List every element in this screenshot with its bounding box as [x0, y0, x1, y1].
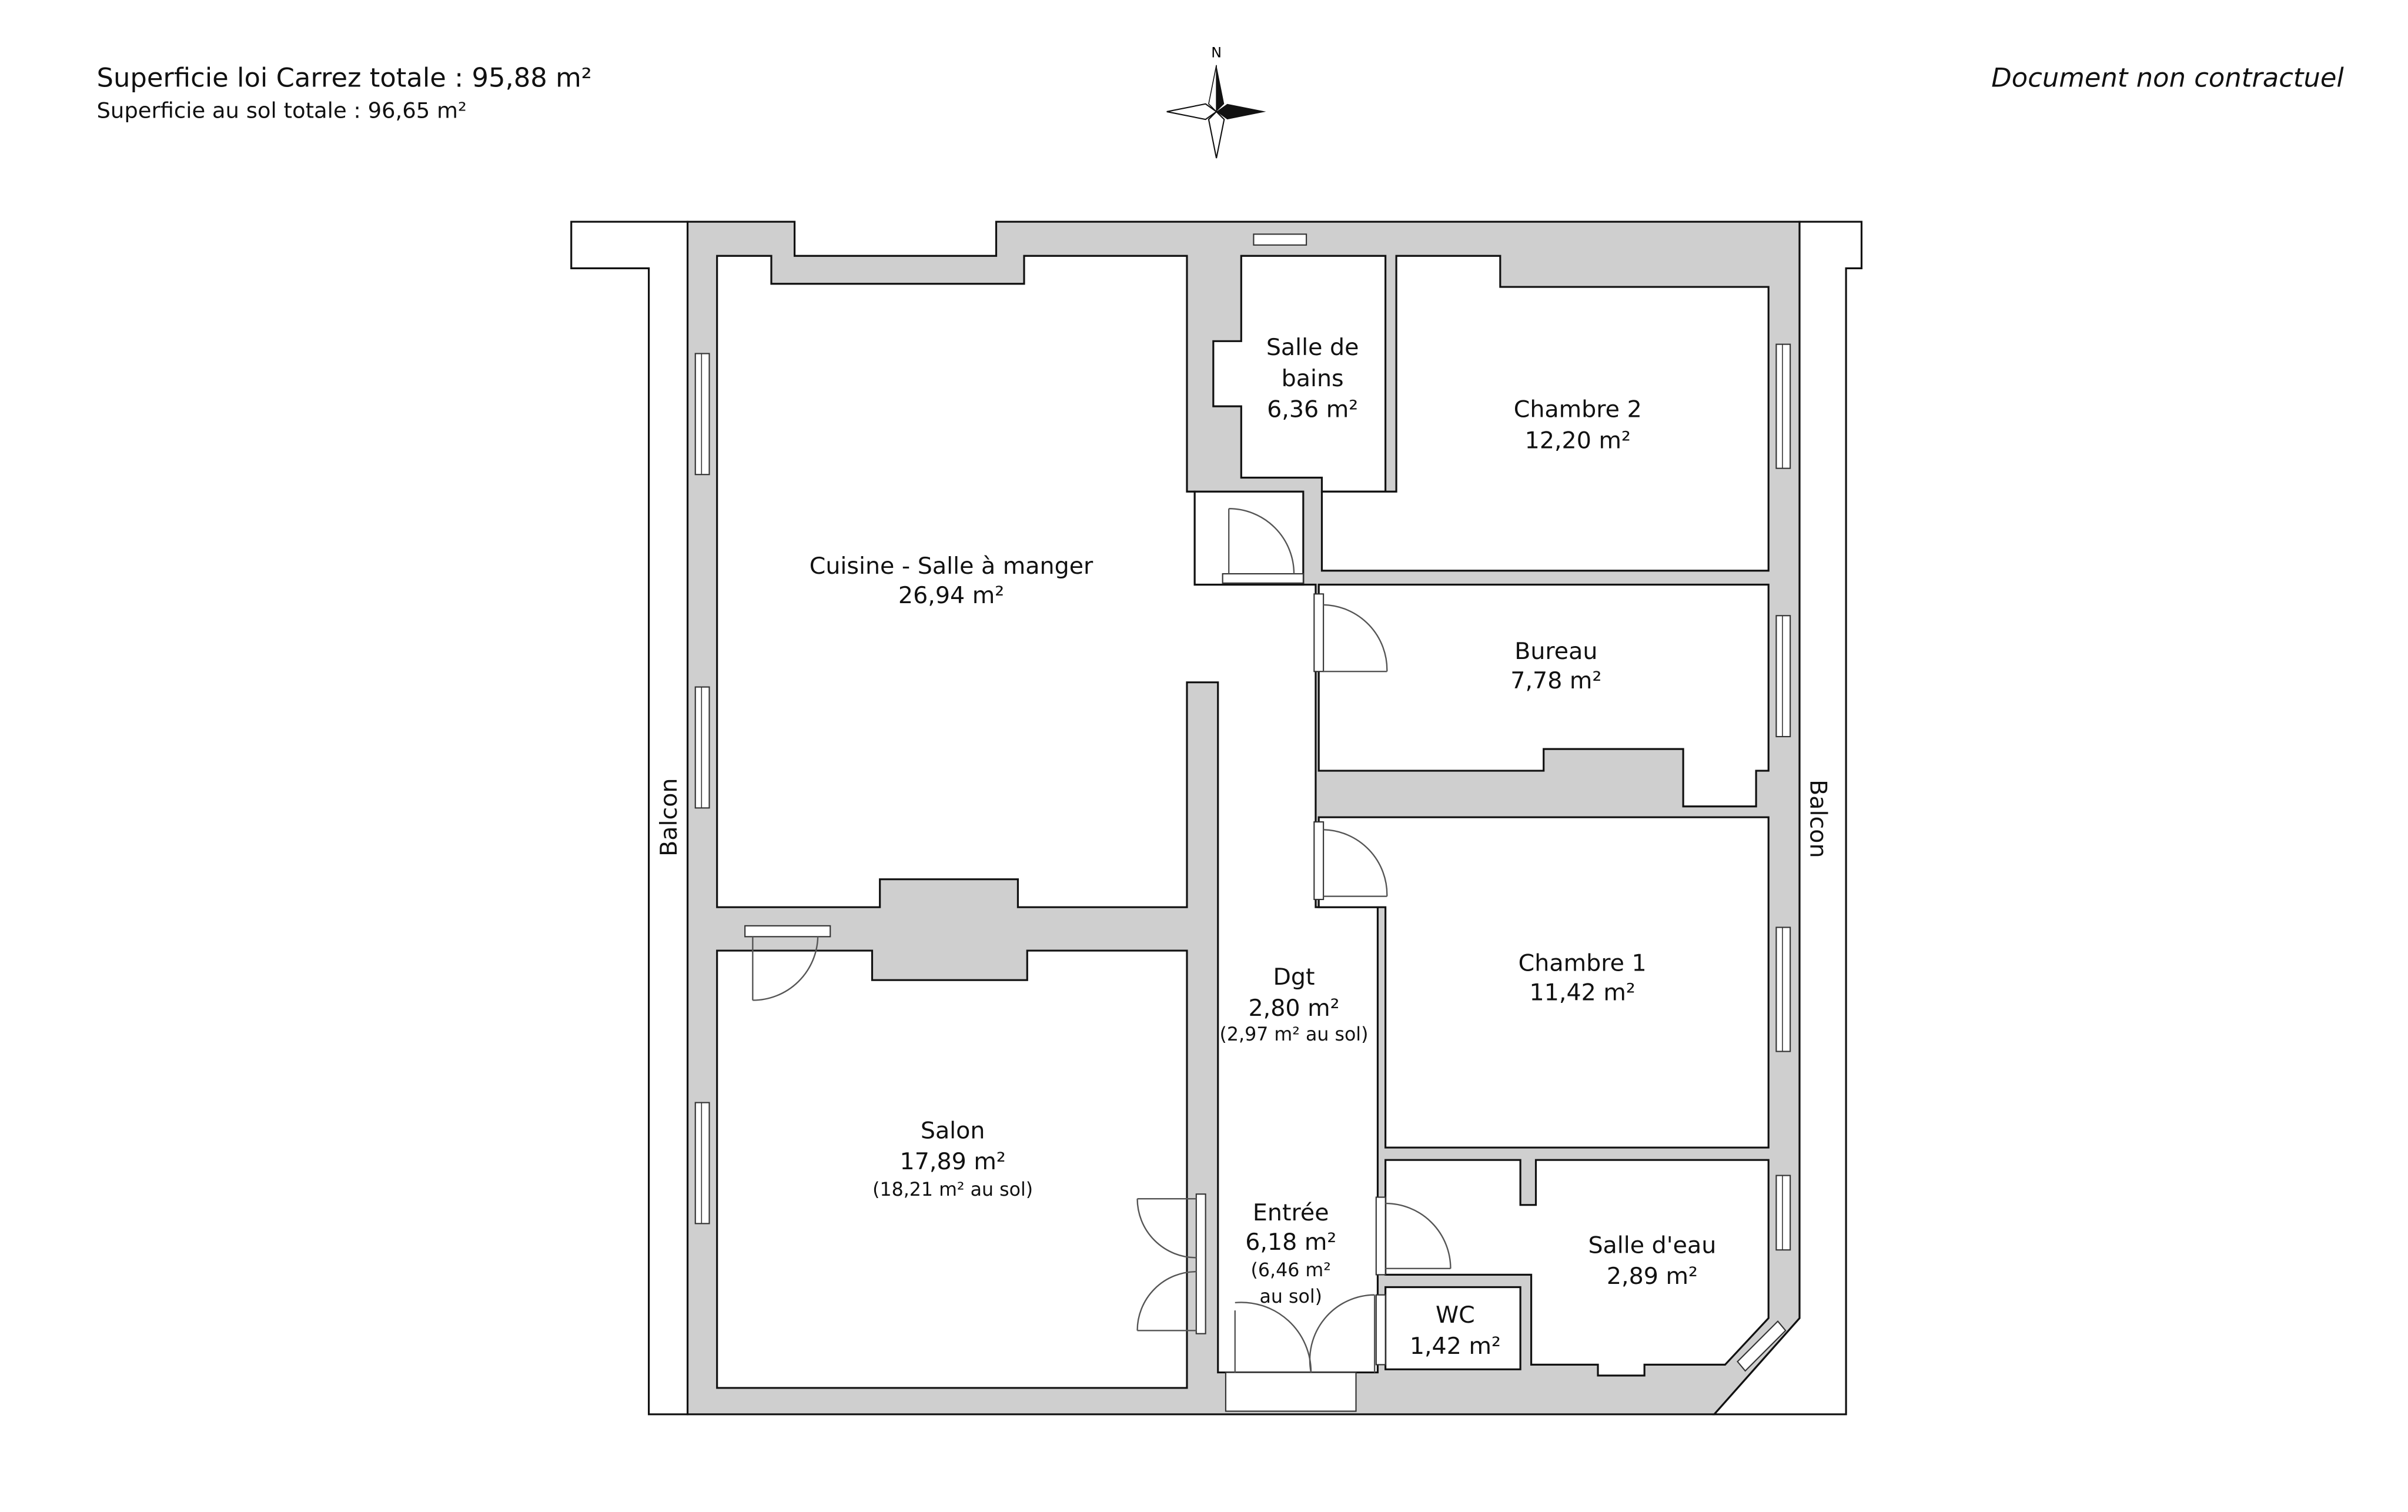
floor-total: Superficie au sol totale : 96,65 m² — [97, 98, 467, 123]
doors — [752, 508, 1452, 1373]
label-salle-de-bains: Salle de — [1266, 334, 1359, 361]
room-salon — [716, 949, 1188, 1389]
label-cuisine: Cuisine - Salle à manger — [810, 553, 1093, 580]
floor-area-entree-2: au sol) — [1259, 1286, 1322, 1307]
label-chambre-2: Chambre 2 — [1514, 396, 1642, 423]
label-chambre-1: Chambre 1 — [1519, 949, 1647, 976]
label-balcon-right: Balcon — [1804, 780, 1831, 858]
area-salon: 17,89 m² — [900, 1148, 1006, 1175]
label-bureau: Bureau — [1514, 638, 1597, 665]
floor-area-entree: (6,46 m² — [1251, 1260, 1331, 1281]
room-chambre-1 — [1317, 816, 1770, 1149]
area-bureau: 7,78 m² — [1510, 667, 1601, 694]
area-chambre-2: 12,20 m² — [1525, 427, 1631, 454]
floor-area-dgt: (2,97 m² au sol) — [1220, 1024, 1369, 1045]
room-salle-deau — [1384, 1159, 1770, 1377]
label-wc: WC — [1436, 1302, 1475, 1329]
area-wc: 1,42 m² — [1410, 1333, 1501, 1360]
area-chambre-1: 11,42 m² — [1530, 979, 1636, 1006]
room-hall-small — [1193, 490, 1305, 586]
label-salle-deau: Salle d'eau — [1588, 1232, 1716, 1259]
compass-rose-icon: N — [1166, 45, 1266, 159]
area-entree: 6,18 m² — [1245, 1229, 1336, 1256]
room-chambre-2 — [1320, 255, 1770, 572]
label-dgt: Dgt — [1273, 964, 1315, 991]
room-bureau — [1317, 583, 1770, 808]
label-balcon-left: Balcon — [655, 778, 683, 857]
disclaimer: Document non contractuel — [1991, 62, 2344, 93]
label-salle-de-bains-2: bains — [1282, 365, 1344, 392]
area-salle-deau: 2,89 m² — [1607, 1263, 1698, 1290]
carrez-total: Superficie loi Carrez totale : 95,88 m² — [97, 62, 592, 93]
area-dgt: 2,80 m² — [1248, 995, 1339, 1022]
windows — [694, 233, 1791, 1412]
area-salle-de-bains: 6,36 m² — [1267, 396, 1358, 423]
floor-area-salon: (18,21 m² au sol) — [872, 1179, 1033, 1200]
compass-north-label: N — [1211, 45, 1222, 61]
room-salle-de-bains — [1212, 255, 1387, 493]
label-salon: Salon — [921, 1117, 985, 1144]
label-entree: Entrée — [1253, 1199, 1329, 1226]
area-cuisine: 26,94 m² — [898, 582, 1004, 609]
